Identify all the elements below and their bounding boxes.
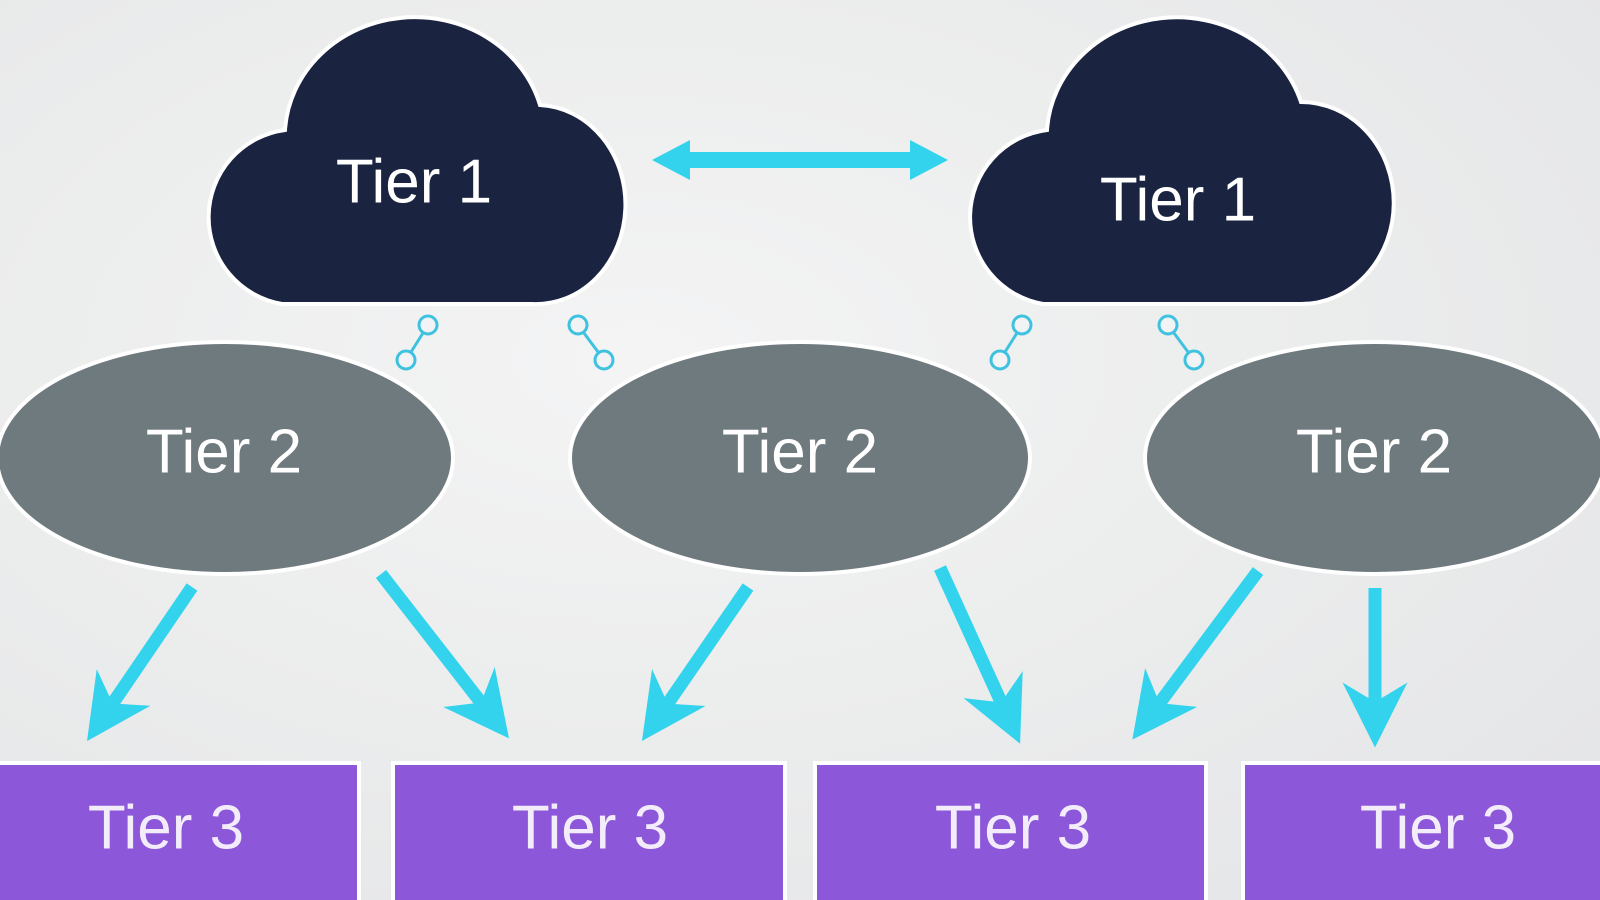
arrow-t2a-to-t3b [375,570,509,739]
tier1-label-right: Tier 1 [1100,166,1256,235]
tier2-label-3: Tier 2 [1296,418,1452,487]
tier3-label-2: Tier 3 [512,794,668,863]
tier2-ellipse-3 [1143,340,1600,576]
tier3-node-1: Tier 3 [0,761,361,900]
arrow-t2b-to-t3b [641,583,754,742]
tier1-bidirectional-arrow [652,140,948,180]
tier3-box-2 [391,761,787,900]
tier1-cloud-left: Tier 1 [206,15,628,307]
tier2-label-2: Tier 2 [722,418,878,487]
arrow-t2b-to-t3c [934,565,1023,744]
arrow-t2c-to-t3c [1132,567,1264,740]
tier3-node-2: Tier 3 [391,761,787,900]
tier1-label-left: Tier 1 [336,148,492,217]
tier3-node-4: Tier 3 [1241,761,1600,900]
tier3-box-3 [813,761,1208,900]
tier2-node-2: Tier 2 [568,340,1032,576]
tier1-cloud-right: Tier 1 [968,15,1396,306]
link-node-icon [989,314,1033,371]
tier1-arrowhead-left [652,140,690,180]
tier3-box-1 [0,761,361,900]
tier2-ellipse-2 [568,340,1032,576]
arrow-t2a-to-t3a [87,583,198,742]
tier2-node-1: Tier 2 [0,340,455,576]
link-node-icon [567,314,615,371]
tier3-label-1: Tier 3 [88,794,244,863]
tier1-cloud-right-shape [968,15,1396,306]
tier1-arrowhead-right [910,140,948,180]
tier3-box-4 [1241,761,1600,900]
link-node-icon [395,314,439,371]
link-node-icon [1157,314,1205,371]
tier3-label-3: Tier 3 [935,794,1091,863]
tier2-label-1: Tier 2 [146,418,302,487]
tier3-label-4: Tier 3 [1360,794,1516,863]
tier2-to-tier3-arrows [87,565,1408,748]
tier2-ellipse-1 [0,340,455,576]
tier3-node-3: Tier 3 [813,761,1208,900]
tier2-node-3: Tier 2 [1143,340,1600,576]
tier1-cloud-left-shape [206,15,628,307]
